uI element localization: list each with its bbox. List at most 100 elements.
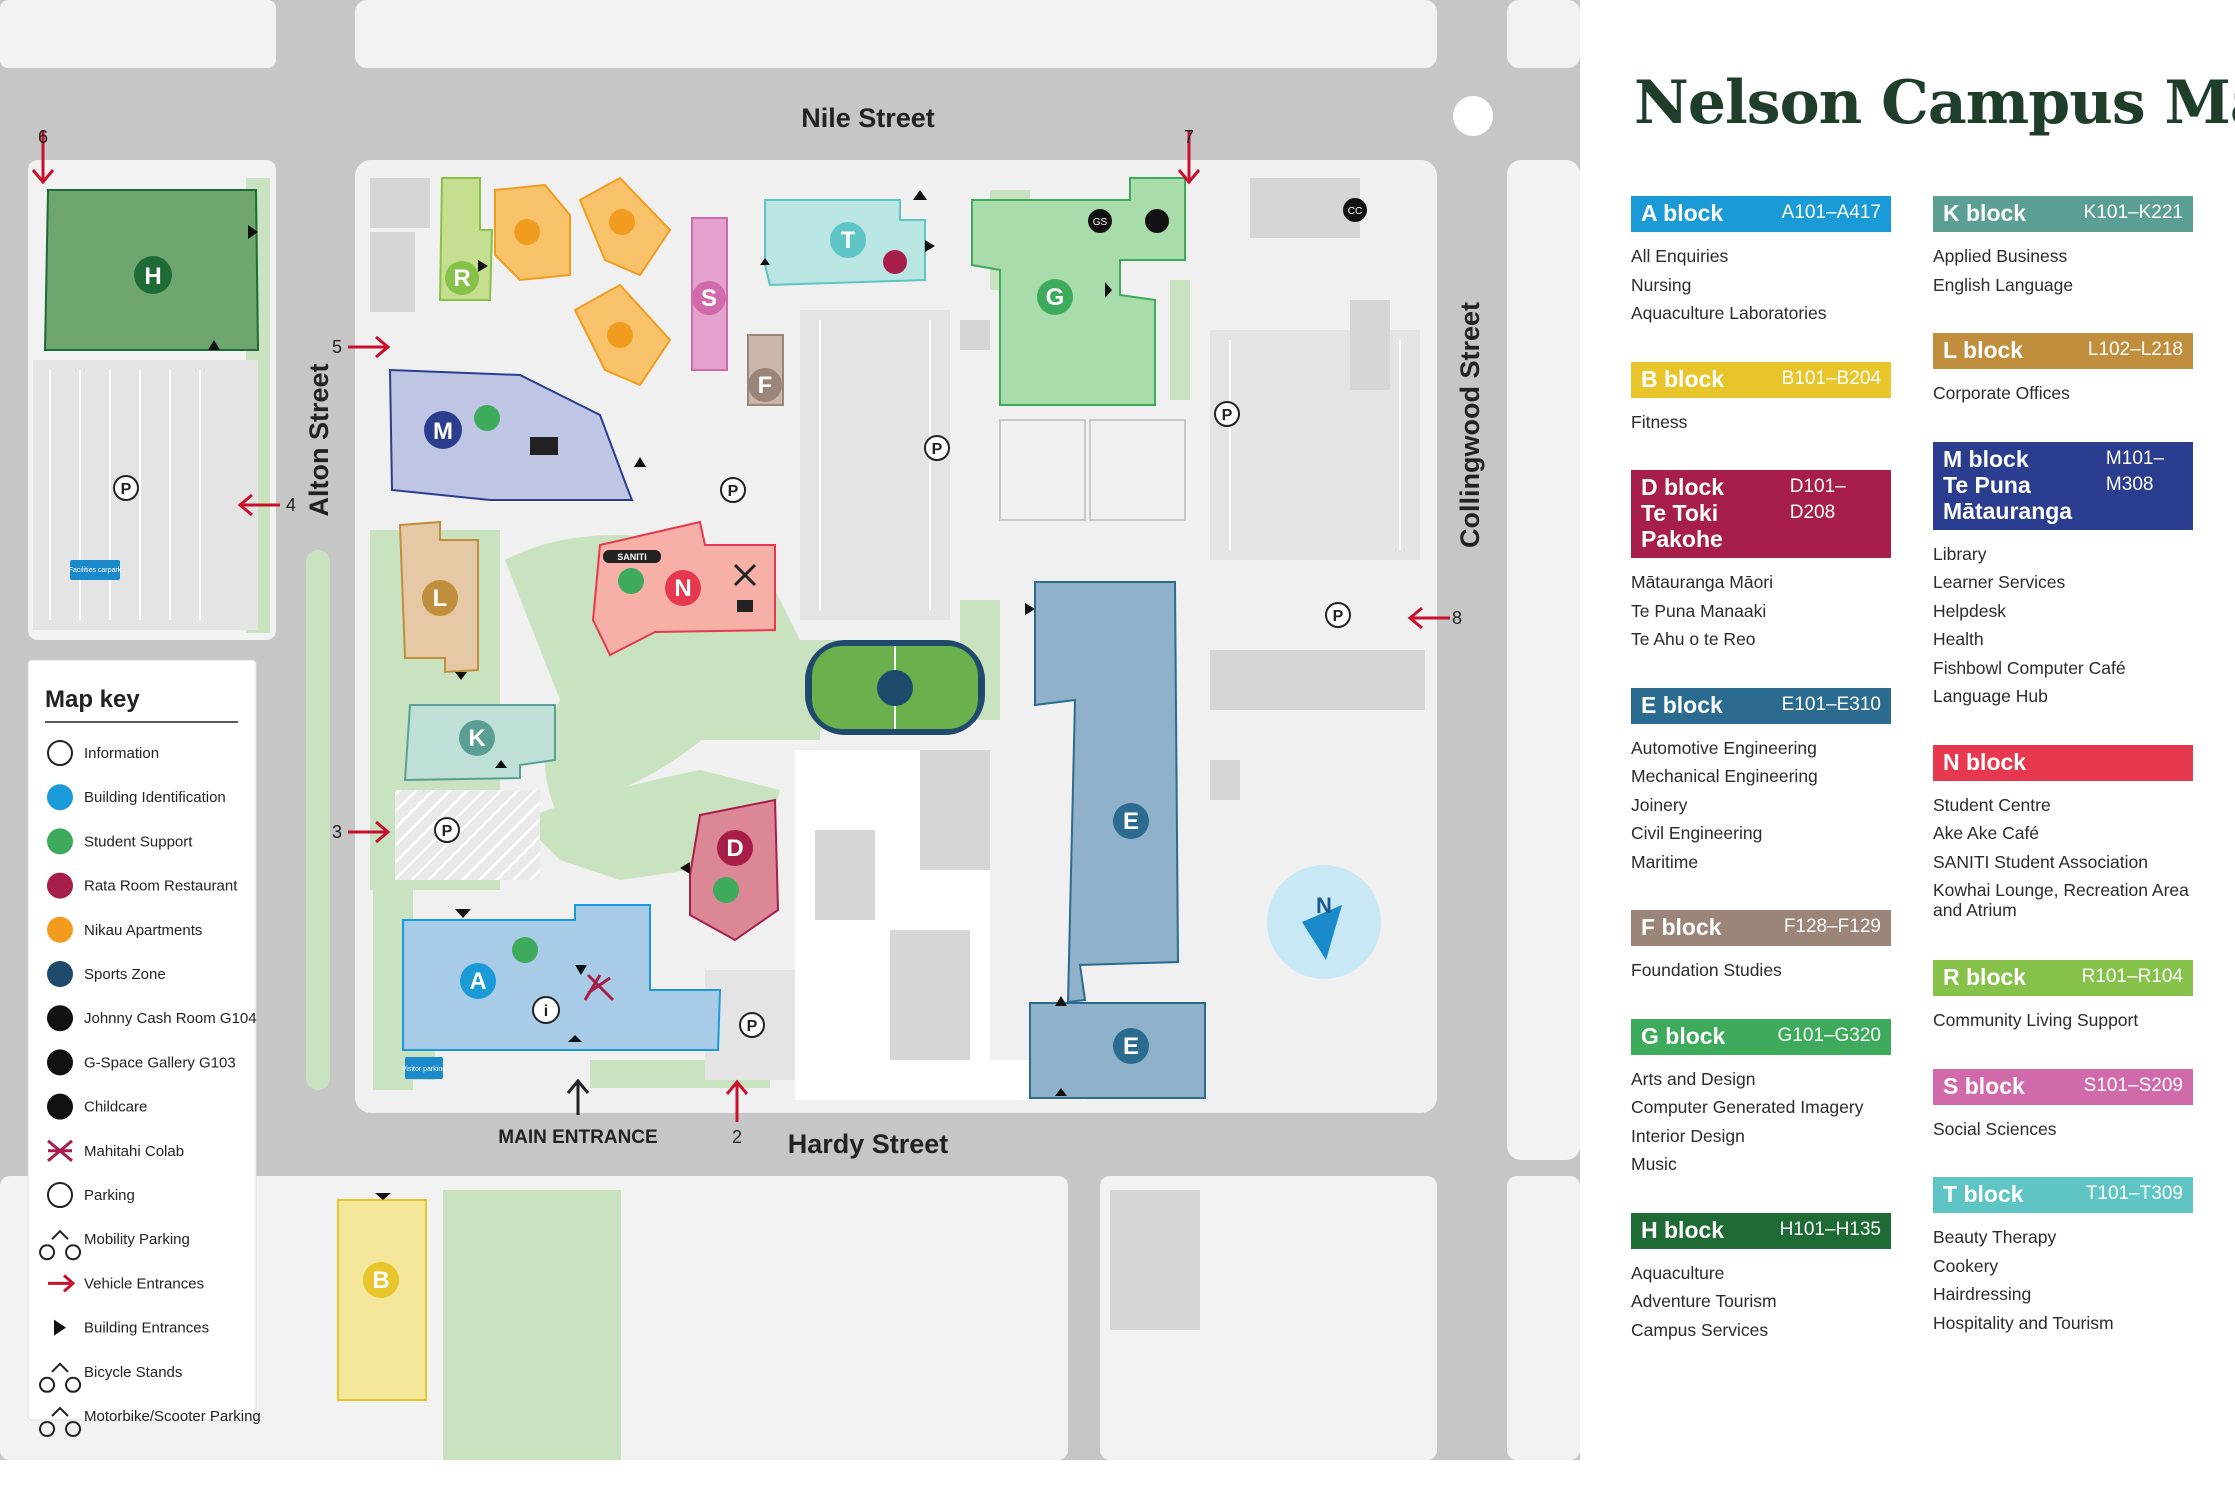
bicycle-icon [39, 1362, 82, 1393]
svg-text:E: E [1123, 1033, 1139, 1060]
main-entrance-label: MAIN ENTRANCE [498, 1127, 657, 1148]
map-key-label: Mahitahi Colab [84, 1143, 184, 1160]
block-items: Social Sciences [1933, 1115, 2193, 1144]
svg-text:D: D [726, 835, 743, 862]
map-key-label: Information [84, 745, 159, 762]
building-a[interactable] [402, 904, 722, 1051]
block-subname: Te Toki Pakohe [1641, 500, 1723, 552]
block-item: Mechanical Engineering [1631, 766, 1818, 786]
building-d[interactable] [689, 798, 780, 942]
svg-text:GS: GS [1093, 217, 1108, 228]
map-key-item: Bicycle Stands [39, 1362, 182, 1393]
block-room-range: L102–L218 [2087, 339, 2183, 360]
block-item: Foundation Studies [1631, 960, 1782, 980]
entrance-numbers: 2 3 4 5 6 7 8 [38, 127, 1462, 1147]
block-item: SANITI Student Association [1933, 851, 2148, 872]
gallery-icon [47, 1049, 73, 1076]
block-name-wrap: S block [1943, 1073, 2025, 1099]
block-room-range: S101–S209 [2083, 1074, 2183, 1096]
block-name: F block [1641, 914, 1722, 940]
childcare-icon: CC [1343, 198, 1367, 222]
map-key-label: Nikau Apartments [84, 922, 202, 939]
block-room-range: D101–D208 [1789, 476, 1846, 523]
svg-text:N: N [674, 575, 691, 602]
marker-f[interactable]: F [748, 368, 782, 402]
marker-t[interactable]: T [830, 222, 866, 258]
svg-text:B: B [372, 1267, 389, 1294]
marker-e-north[interactable]: E [1113, 803, 1149, 839]
svg-text:G: G [1046, 284, 1065, 311]
marker-m[interactable]: M [424, 411, 462, 449]
marker-a[interactable]: A [460, 963, 496, 999]
restaurant-icon [883, 250, 907, 274]
building-m[interactable] [388, 368, 634, 501]
map-key-label: Student Support [84, 833, 193, 850]
building-markers[interactable]: H R S T G F M L N K D A E E B [134, 222, 1149, 1298]
legend-block-header: N block [1933, 744, 2193, 781]
block-name: A block [1641, 200, 1724, 226]
map-key-item: Information [47, 740, 159, 766]
gallery-icon: GS [1088, 209, 1112, 233]
marker-h[interactable]: H [134, 256, 172, 294]
marker-k[interactable]: K [459, 720, 495, 756]
marker-e-south[interactable]: E [1113, 1028, 1149, 1064]
block-item: Nursing [1631, 274, 1692, 295]
svg-text:R: R [453, 265, 470, 292]
block-name-wrap: L block [1943, 337, 2023, 363]
block-name: G block [1641, 1022, 1726, 1049]
block-item: Civil Engineering [1631, 823, 1763, 843]
block-item: Campus Services [1631, 1319, 1769, 1340]
compass-label: N [1316, 893, 1332, 918]
map-key-item: Parking [47, 1182, 135, 1208]
campus-map[interactable]: H R S T G F M L N K D A E E B i GS CC P … [0, 0, 1580, 1490]
marker-d[interactable]: D [717, 830, 753, 866]
block-item: Te Puna Manaaki [1631, 600, 1767, 621]
map-key-label: Childcare [84, 1099, 147, 1116]
svg-text:P: P [121, 481, 132, 498]
marker-b[interactable]: B [363, 1262, 399, 1298]
block-name-wrap: F block [1641, 914, 1722, 940]
svg-text:E: E [1123, 808, 1139, 835]
map-key-item: Mobility Parking [39, 1229, 190, 1261]
facilities-carpark-label: Facilities carpark [69, 567, 122, 574]
block-room-range: E101–E310 [1781, 693, 1881, 715]
legend-block-header: L block L102–L218 [1933, 333, 2193, 369]
street-alton: Alton Street [304, 363, 334, 516]
block-item: Helpdesk [1933, 600, 2006, 621]
building-e-north[interactable] [1034, 581, 1180, 1004]
apartments-icon [47, 916, 73, 943]
block-name: T block [1943, 1181, 2024, 1207]
building-g[interactable] [971, 177, 1186, 406]
building-entrance-markers [208, 190, 1112, 1200]
marker-r[interactable]: R [445, 261, 479, 295]
colab-icon [47, 1139, 73, 1162]
block-item: Interior Design [1631, 1125, 1745, 1146]
block-item: Cookery [1933, 1255, 1999, 1276]
block-items: Fitness [1631, 408, 1891, 437]
marker-n[interactable]: N [665, 570, 701, 606]
building-entrance-icon [54, 1319, 66, 1336]
block-item: Fitness [1631, 411, 1688, 432]
building-b[interactable] [337, 1199, 427, 1401]
marker-s[interactable]: S [692, 281, 726, 315]
cafe-icon [733, 563, 757, 612]
mobility-icon [39, 1229, 82, 1261]
block-item: Fishbowl Computer Café [1933, 657, 2126, 678]
marker-g[interactable]: G [1037, 279, 1073, 315]
marker-l[interactable]: L [422, 580, 458, 616]
block-item: Hairdressing [1933, 1284, 2032, 1304]
block-item: Joinery [1631, 794, 1688, 815]
